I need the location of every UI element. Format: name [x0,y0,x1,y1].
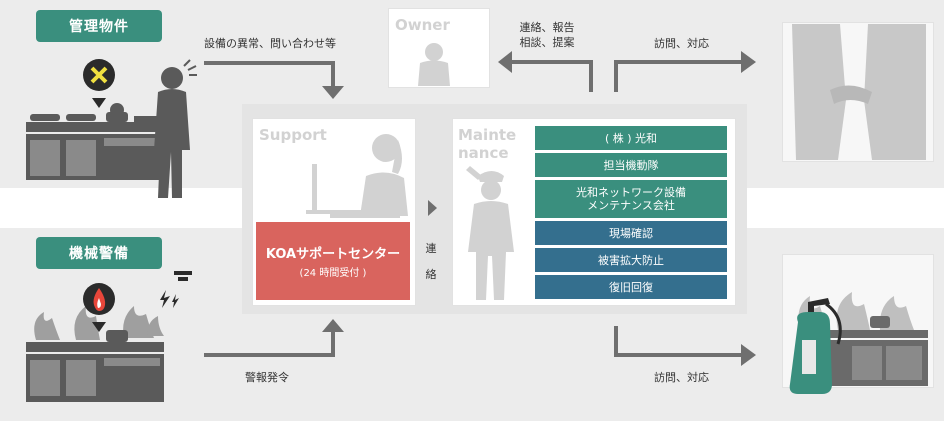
maintenance-item: 復旧回復 [535,275,727,299]
person-icon [418,43,450,86]
owner-title: Owner [395,16,450,34]
label-contact-report: 連絡、報告 相談、提案 [514,20,580,50]
maintenance-item: 担当機動隊 [535,153,727,177]
person-icon [154,67,190,198]
arrow-icon [741,51,756,73]
maintenance-item: 現場確認 [535,221,727,245]
label-abnormal: 設備の異常、問い合わせ等 [204,37,336,50]
cross-alert-icon [83,59,115,108]
label-contact-report-line2: 相談、提案 [519,36,575,49]
label-alarm: 警報発令 [245,371,289,384]
fire-alert-icon [83,283,115,332]
label-renraku-2: 絡 [425,268,437,281]
label-renraku: 連 絡 [424,236,438,288]
tag-machine-security: 機械警備 [36,237,162,269]
label-contact-report-line1: 連絡、報告 [519,21,575,34]
tag-managed-property: 管理物件 [36,10,162,42]
label-renraku-1: 連 [425,242,437,255]
arrow-icon [322,319,344,332]
extinguisher-icon [789,298,842,394]
maintenance-title-1: Mainte [458,126,517,144]
arrow-icon [614,60,743,92]
fire-icon [34,306,164,340]
arrow-icon [741,344,756,366]
label-visit-top: 訪問、対応 [654,37,709,50]
arrow-icon [322,86,344,99]
maintenance-item: 光和ネットワーク設備 メンテナンス会社 [535,180,727,218]
arrow-icon [510,60,593,92]
koa-support-center: KOAサポートセンター (24 時間受付 ) [256,222,410,300]
maintenance-item: ( 株 ) 光和 [535,126,727,150]
arrow-icon [614,326,743,357]
person-icon [306,134,408,218]
person-icon [466,166,514,300]
maintenance-item: 被害拡大防止 [535,248,727,272]
arrow-icon [498,51,512,73]
label-visit-bottom: 訪問、対応 [654,371,709,384]
koa-center-name: KOAサポートセンター [265,247,401,262]
arrow-icon [204,330,335,357]
arrow-icon [428,200,437,216]
koa-center-hours: (24 時間受付 ) [299,268,367,279]
support-title: Support [259,126,327,144]
maintenance-title-2: nance [458,144,509,162]
arrow-icon [204,61,335,88]
person-icon [792,24,926,160]
sensor-icon [160,271,192,308]
